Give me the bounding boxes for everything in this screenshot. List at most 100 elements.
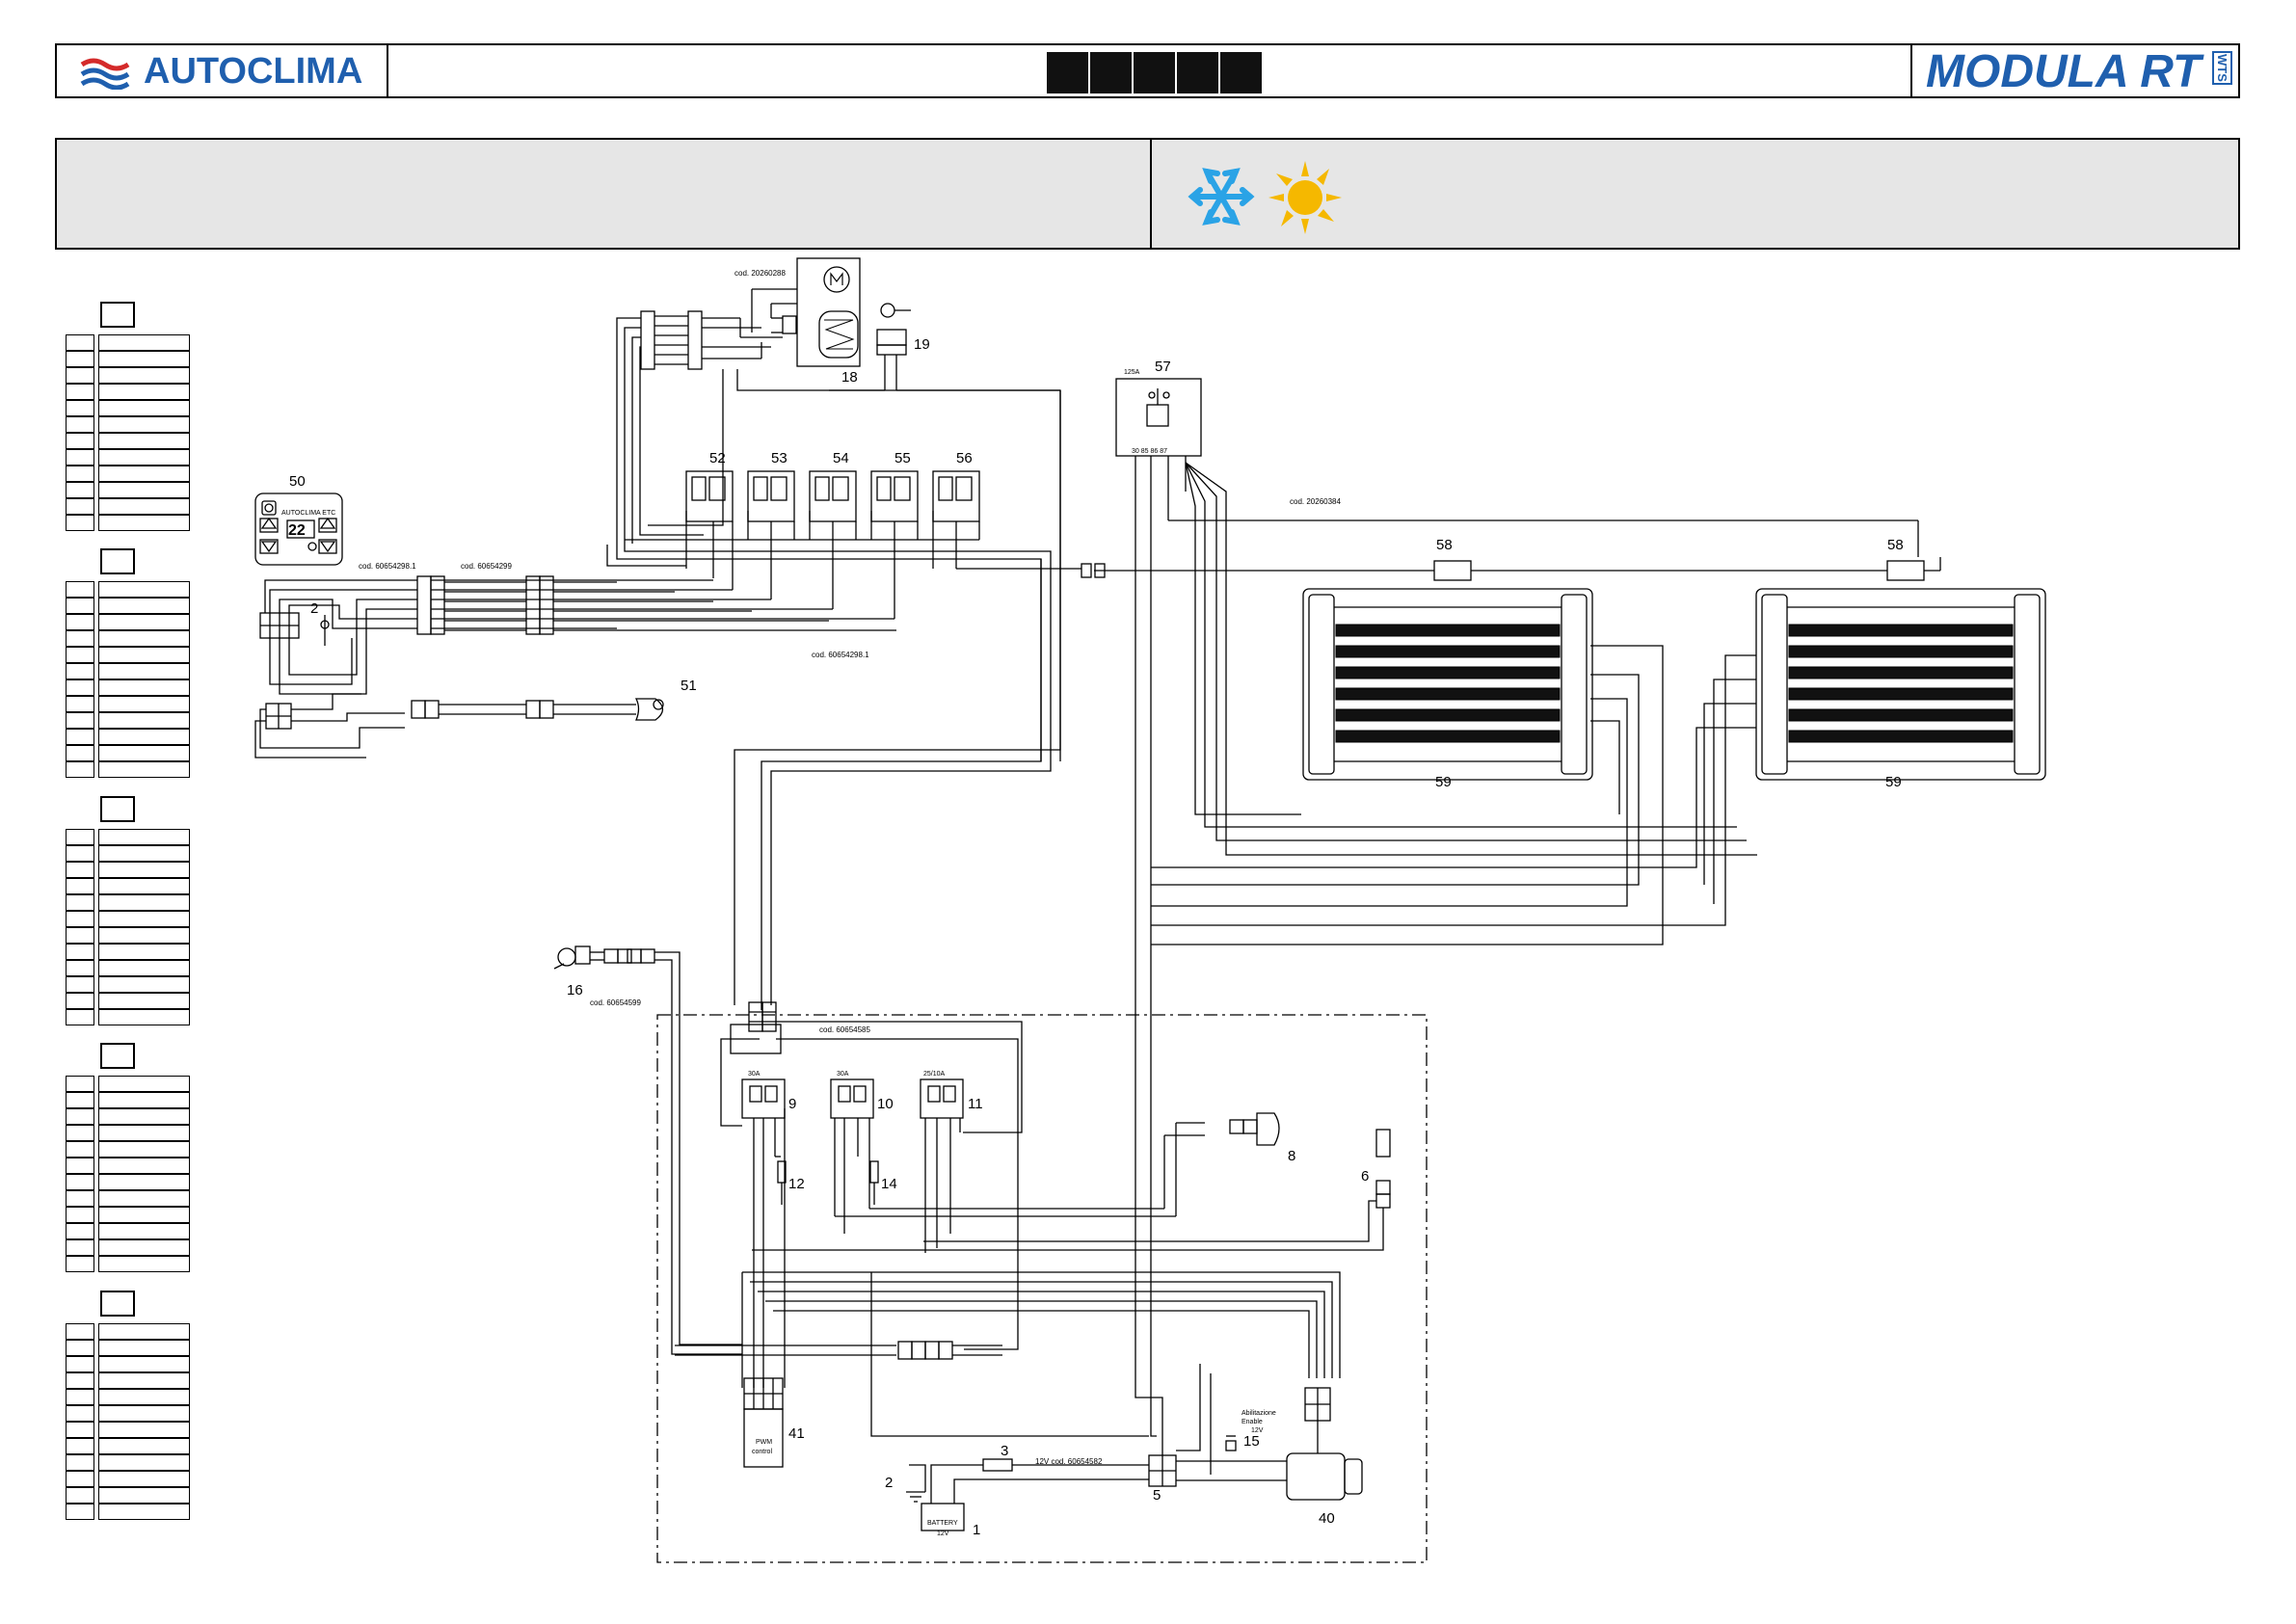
- legend-text-cell: [98, 1207, 190, 1223]
- legend-number-cell: [66, 384, 94, 400]
- legend-text-cell: [98, 1438, 190, 1454]
- model-name: MODULA RT: [1926, 46, 2202, 97]
- legend-text-cell: [98, 384, 190, 400]
- legend-number-cell: [66, 614, 94, 630]
- relay-rating-9: 30A: [748, 1071, 761, 1078]
- legend-group-header: [100, 796, 135, 822]
- legend-number-cell: [66, 712, 94, 729]
- relay-rating-57: 125A: [1124, 369, 1140, 376]
- legend-text-cell: [98, 1372, 190, 1389]
- label-2a: 2: [885, 1475, 893, 1491]
- legend-number-cell: [66, 647, 94, 663]
- legend-text-cell: [98, 1125, 190, 1141]
- battery-label: BATTERY: [927, 1520, 958, 1527]
- legend-number-cell: [66, 466, 94, 482]
- label-9: 9: [788, 1096, 796, 1112]
- legend-number-cell: [66, 1092, 94, 1108]
- legend-number-cell: [66, 1372, 94, 1389]
- legend-number-cell: [66, 862, 94, 878]
- label-56: 56: [956, 450, 973, 466]
- legend-text-cell: [98, 927, 190, 944]
- legend-text-cell: [98, 351, 190, 367]
- legend-text-cell: [98, 878, 190, 894]
- legend-number-cell: [66, 761, 94, 778]
- code-dashed-box: cod. 60654585: [819, 1025, 870, 1034]
- legend-number-cell: [66, 1356, 94, 1372]
- legend-number-cell: [66, 1438, 94, 1454]
- legend-text-cell: [98, 845, 190, 862]
- code-relay-bus: cod. 60654298.1: [812, 651, 869, 659]
- model-logo: MODULA RT WTS: [1910, 45, 2238, 97]
- code-top: cod. 20260288: [734, 269, 786, 278]
- legend-group-header: [100, 548, 135, 574]
- legend-text-cell: [98, 1223, 190, 1239]
- legend-text-cell: [98, 960, 190, 976]
- black-box: [1134, 52, 1175, 93]
- legend-number-cell: [66, 1389, 94, 1405]
- legend-number-cell: [66, 696, 94, 712]
- label-54: 54: [833, 450, 849, 466]
- legend-number-cell: [66, 1223, 94, 1239]
- label-1: 1: [973, 1522, 980, 1538]
- legend-number-cell: [66, 993, 94, 1009]
- legend-text-cell: [98, 1076, 190, 1092]
- relay-rating-11: 25/10A: [923, 1071, 946, 1078]
- legend-number-cell: [66, 1340, 94, 1356]
- legend-number-cell: [66, 367, 94, 384]
- pwm-sub-label: control: [752, 1449, 772, 1455]
- label-51: 51: [681, 678, 697, 694]
- legend-number-cell: [66, 416, 94, 433]
- legend-number-cell: [66, 1422, 94, 1438]
- label-10: 10: [877, 1096, 894, 1112]
- legend-number-cell: [66, 351, 94, 367]
- legend-number-cell: [66, 598, 94, 614]
- legend-number-cell: [66, 1239, 94, 1256]
- legend-text-cell: [98, 679, 190, 696]
- legend-number-cell: [66, 1256, 94, 1272]
- legend-text-cell: [98, 1340, 190, 1356]
- legend-text-cell: [98, 729, 190, 745]
- legend-text-cell: [98, 894, 190, 911]
- legend-number-cell: [66, 1323, 94, 1340]
- heater-59-right: [1755, 588, 2046, 781]
- label-58a: 58: [1436, 537, 1453, 553]
- blower-housing: [796, 257, 861, 367]
- legend-text-cell: [98, 1174, 190, 1190]
- panel-brand-label: AUTOCLIMA ETC: [281, 510, 335, 517]
- legend-number-cell: [66, 449, 94, 466]
- sun-icon: [1268, 161, 1342, 234]
- enable-label-en: Enable: [1241, 1419, 1263, 1425]
- legend-number-cell: [66, 663, 94, 679]
- snowflake-icon: [1188, 168, 1255, 226]
- wave-logo-icon: [80, 58, 130, 90]
- legend-number-cell: [66, 729, 94, 745]
- legend-text-cell: [98, 449, 190, 466]
- legend-text-cell: [98, 416, 190, 433]
- label-57: 57: [1155, 359, 1171, 375]
- label-5: 5: [1153, 1487, 1161, 1504]
- label-41: 41: [788, 1425, 805, 1442]
- legend-text-cell: [98, 1141, 190, 1158]
- label-19: 19: [914, 336, 930, 353]
- legend-number-cell: [66, 1158, 94, 1174]
- legend-number-cell: [66, 845, 94, 862]
- label-12: 12: [788, 1176, 805, 1192]
- legend-number-cell: [66, 960, 94, 976]
- legend-number-cell: [66, 878, 94, 894]
- legend-number-cell: [66, 1108, 94, 1125]
- legend-text-cell: [98, 466, 190, 482]
- legend-number-cell: [66, 630, 94, 647]
- legend-text-cell: [98, 745, 190, 761]
- legend-text-cell: [98, 433, 190, 449]
- black-box: [1177, 52, 1218, 93]
- legend-number-cell: [66, 1141, 94, 1158]
- label-58b: 58: [1887, 537, 1904, 553]
- heater-fins: [1335, 624, 2014, 743]
- code-heater: cod. 20260384: [1290, 497, 1341, 506]
- label-53: 53: [771, 450, 788, 466]
- legend-text-cell: [98, 400, 190, 416]
- brand-name: AUTOCLIMA: [144, 51, 363, 92]
- heater-59-left: [1302, 588, 1593, 781]
- label-15: 15: [1243, 1433, 1260, 1450]
